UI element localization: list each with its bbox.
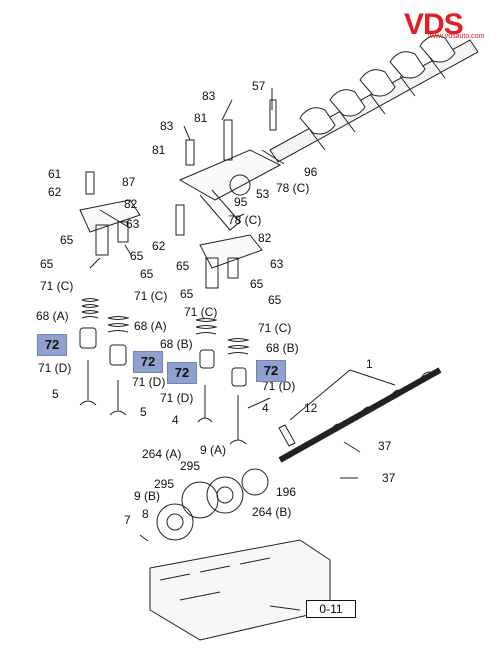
callout-8: 8 [142, 507, 149, 521]
callout-65d: 65 [140, 267, 154, 281]
logo-url: www.vdsauto.com [428, 33, 485, 40]
highlight-72-b[interactable]: 72 [133, 351, 163, 373]
callout-78c-b: 78 (C) [228, 213, 262, 227]
callout-65a: 65 [60, 233, 74, 247]
callout-37a: 37 [378, 439, 392, 453]
callout-81b: 81 [152, 143, 166, 157]
callout-9a: 9 (A) [200, 443, 227, 457]
callout-83b: 83 [160, 119, 174, 133]
valve-springs [79, 298, 250, 387]
engine-block [149, 539, 331, 641]
callout-5a: 5 [52, 387, 59, 401]
callout-81a: 81 [194, 111, 208, 125]
camshaft [278, 367, 442, 463]
callout-12: 12 [304, 401, 318, 415]
callout-71c-b: 71 (C) [134, 289, 168, 303]
callout-65c: 65 [40, 257, 54, 271]
callout-68b-b: 68 (B) [266, 341, 299, 355]
callout-71d-d: 71 (D) [262, 379, 296, 393]
callout-71d-a: 71 (D) [38, 361, 72, 375]
callout-78c-a: 78 (C) [276, 181, 310, 195]
callout-68b-a: 68 (B) [160, 337, 193, 351]
callout-196: 196 [276, 485, 297, 499]
callout-68a-b: 68 (A) [134, 319, 167, 333]
callout-5b: 5 [140, 405, 147, 419]
callout-87: 87 [122, 175, 136, 189]
callout-82b: 82 [258, 231, 272, 245]
callout-264b: 264 (B) [252, 505, 292, 519]
callout-63a: 63 [126, 217, 140, 231]
callout-96: 96 [304, 165, 318, 179]
highlight-72-d[interactable]: 72 [256, 360, 286, 382]
callout-295b: 295 [154, 477, 175, 491]
callout-1: 1 [366, 357, 373, 371]
highlight-72-c[interactable]: 72 [167, 362, 197, 384]
callout-4a: 4 [172, 413, 179, 427]
highlight-72-a[interactable]: 72 [37, 334, 67, 356]
callout-63b: 63 [270, 257, 284, 271]
callout-82a: 82 [124, 197, 138, 211]
callout-4b: 4 [262, 401, 269, 415]
callout-71c-c: 71 (C) [184, 305, 218, 319]
callout-65h: 65 [268, 293, 282, 307]
callout-9b: 9 (B) [134, 489, 161, 503]
logo-text: VDS [404, 8, 464, 41]
callout-83: 83 [202, 89, 216, 103]
callout-53: 53 [256, 187, 270, 201]
callout-65b: 65 [130, 249, 144, 263]
callout-62a: 62 [48, 185, 62, 199]
callout-7: 7 [124, 513, 131, 527]
callout-71c-d: 71 (C) [258, 321, 292, 335]
callout-65e: 65 [176, 259, 190, 273]
callout-57: 57 [252, 79, 266, 93]
callout-68a-a: 68 (A) [36, 309, 69, 323]
callout-71d-c: 71 (D) [160, 391, 194, 405]
callout-65f: 65 [250, 277, 264, 291]
valves [79, 360, 247, 445]
callout-264a: 264 (A) [142, 447, 182, 461]
callout-37b: 37 [382, 471, 396, 485]
callout-71c-a: 71 (C) [40, 279, 74, 293]
vds-logo: VDS www.vdsauto.com [404, 8, 494, 44]
callout-61: 61 [48, 167, 62, 181]
rocker-shaft-assembly [269, 35, 479, 163]
callout-71d-b: 71 (D) [132, 375, 166, 389]
callout-295a: 295 [180, 459, 201, 473]
timing-gears [139, 468, 269, 542]
ref-box-0-11[interactable]: 0-11 [306, 600, 356, 618]
callout-95: 95 [234, 195, 248, 209]
callout-65g: 65 [180, 287, 194, 301]
callout-62b: 62 [152, 239, 166, 253]
